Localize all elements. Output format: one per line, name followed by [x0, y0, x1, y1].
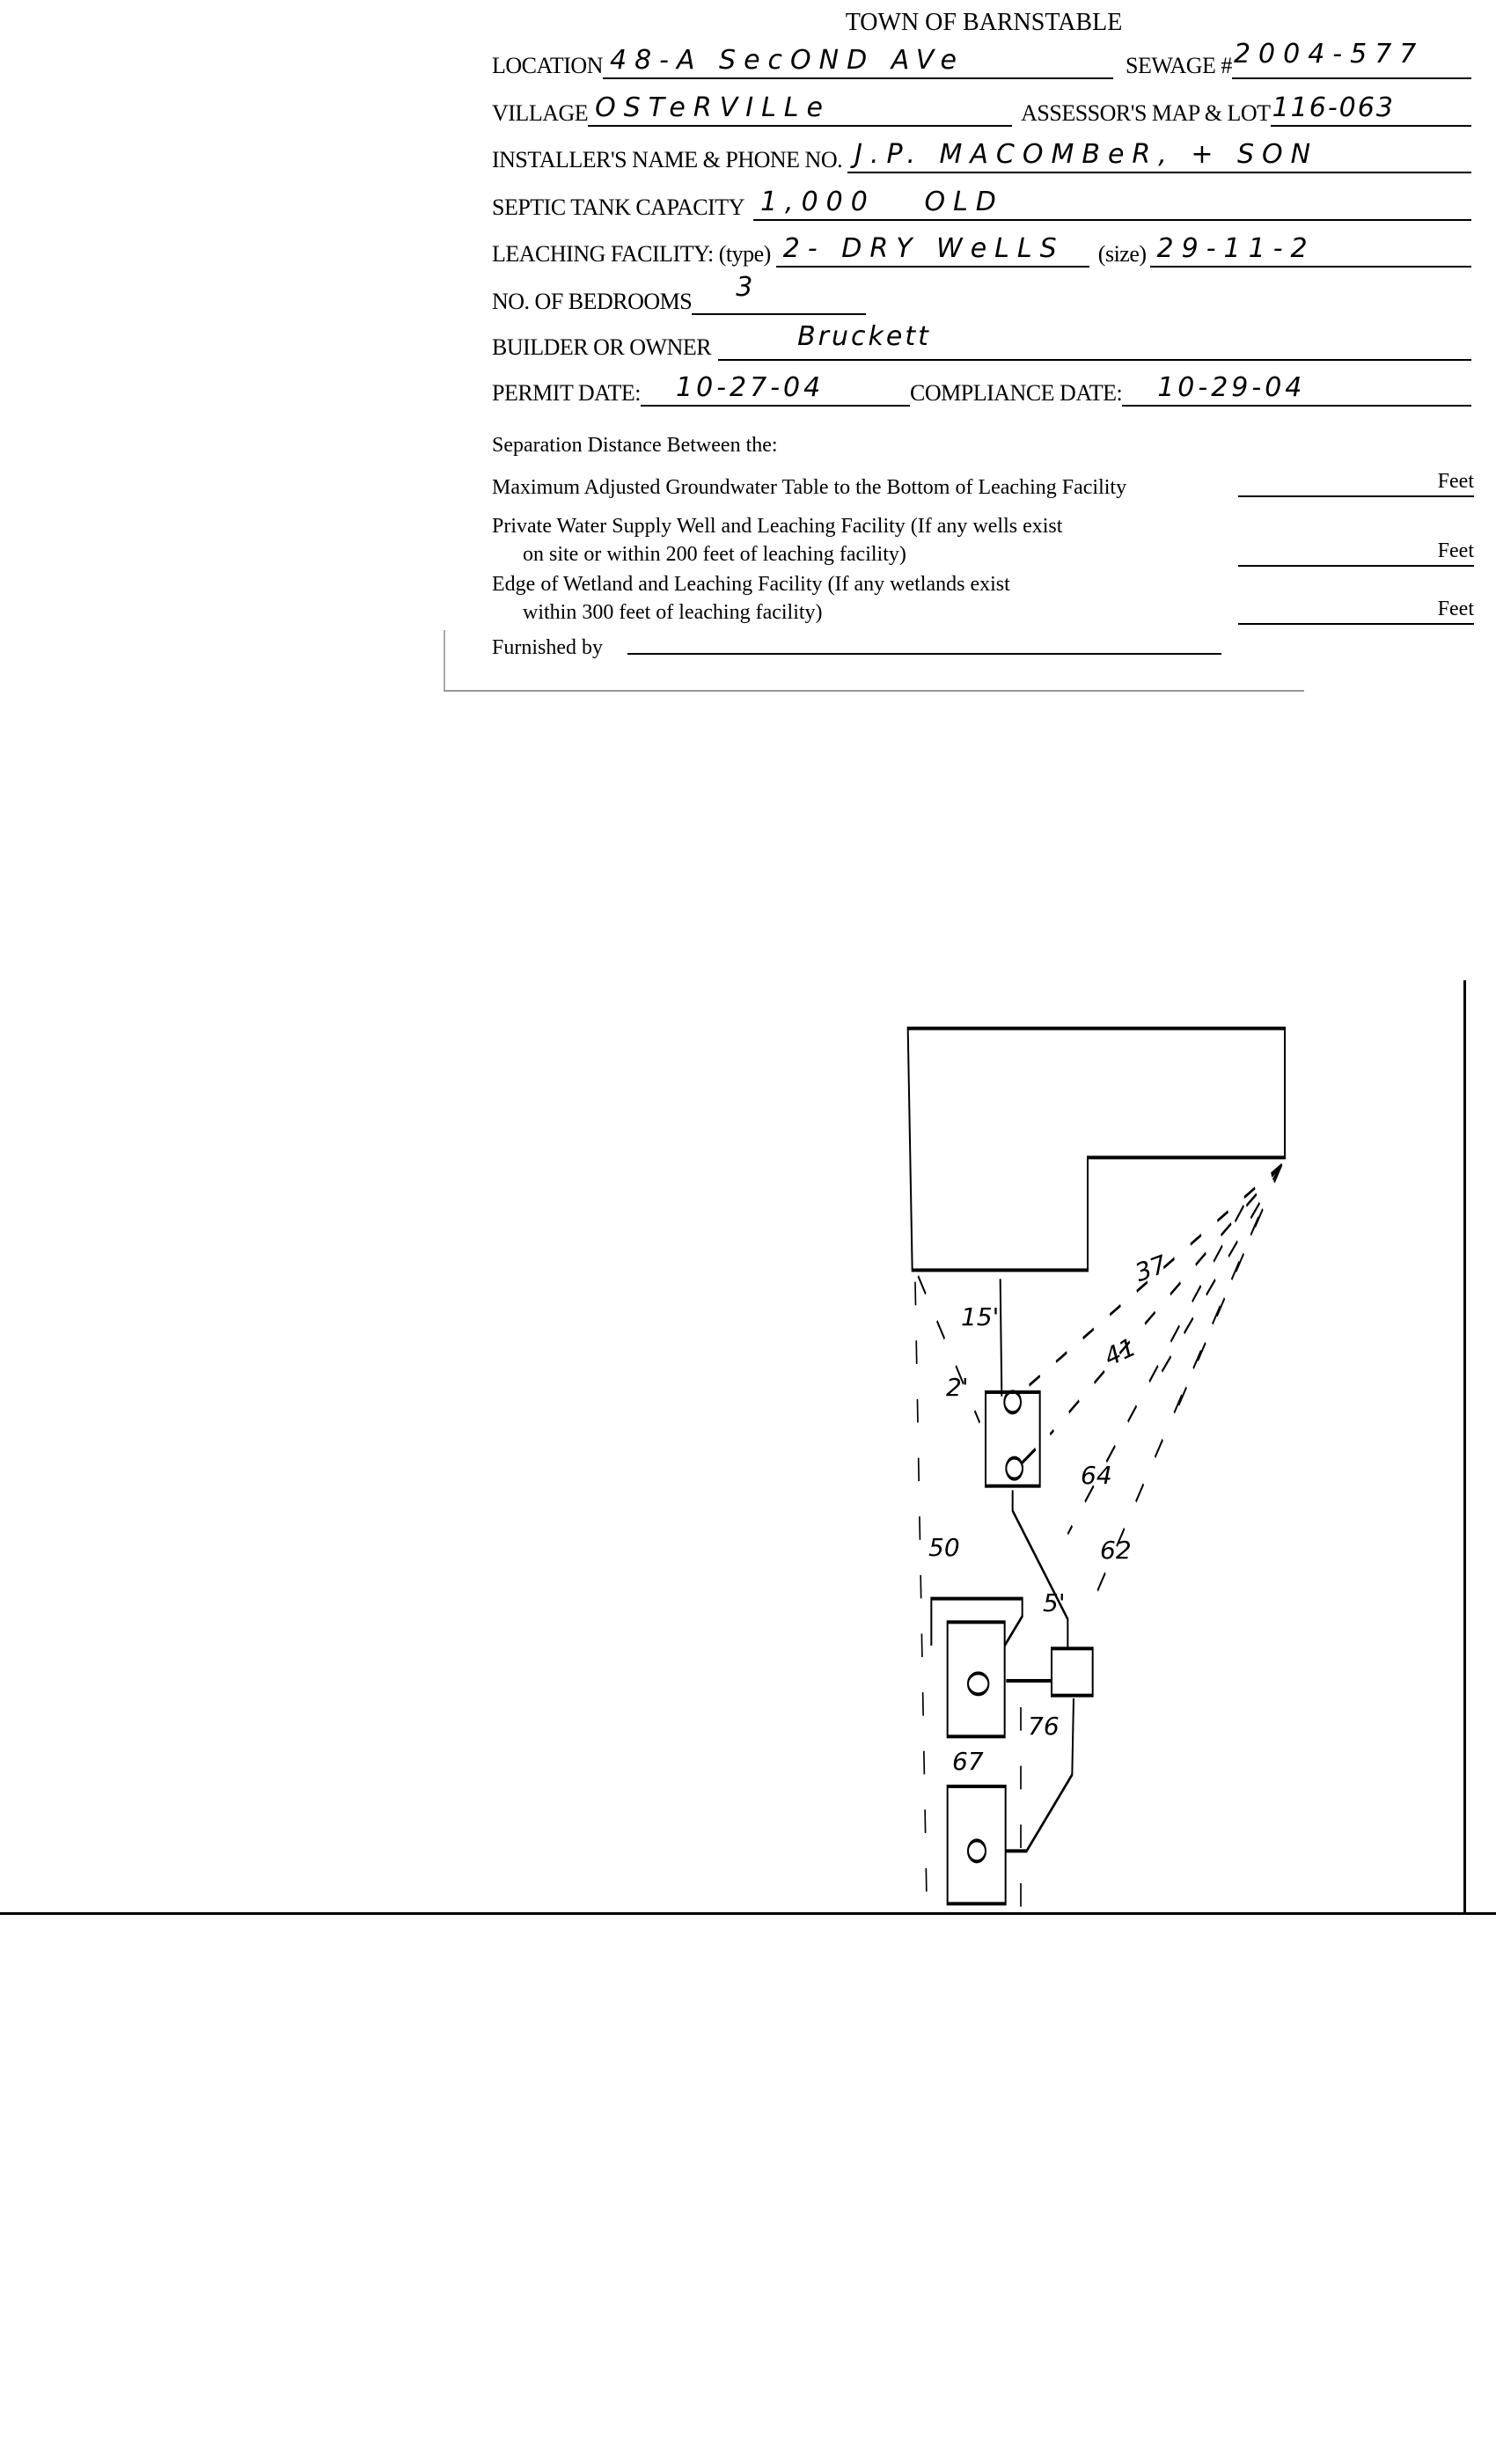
bedrooms-value: 3 — [736, 272, 761, 303]
compliance-date-value: 10-29-04 — [1157, 372, 1306, 403]
permit-date-label: PERMIT DATE: — [492, 380, 642, 406]
tank-field[interactable]: 1,000 OLD — [752, 186, 1471, 221]
village-label: VILLAGE — [492, 100, 589, 126]
tank-value: 1,000 OLD — [759, 187, 1004, 217]
dimension-label-2: 2' — [946, 1373, 969, 1402]
permit-date-value: 10-27-04 — [676, 372, 825, 403]
owner-label: BUILDER OR OWNER — [492, 334, 712, 360]
installer-row: INSTALLER'S NAME & PHONE NO. J.P. MACOMB… — [492, 138, 1471, 173]
septic-tank — [985, 1390, 1041, 1488]
size-field[interactable]: 29-11-2 — [1149, 232, 1471, 268]
size-label: (size) — [1097, 241, 1147, 267]
form-border-bottom — [444, 690, 1304, 692]
dbox-to-well2-pipe — [1006, 1698, 1074, 1853]
separation-well-1: Private Water Supply Well and Leaching F… — [492, 515, 1063, 538]
sketch-border-bottom — [0, 1912, 1496, 1915]
permit-date-field[interactable]: 10-27-04 — [641, 371, 911, 407]
dry-well-1-icon — [967, 1671, 990, 1697]
village-field[interactable]: OSTeRVILLe — [588, 92, 1013, 127]
groundwater-feet-field[interactable]: Feet — [1238, 469, 1474, 497]
dry-well-2-icon — [967, 1838, 986, 1864]
sewage-label: SEWAGE # — [1126, 53, 1232, 78]
village-value: OSTeRVILLe — [595, 92, 831, 123]
dates-row: PERMIT DATE: 10-27-04 COMPLIANCE DATE: 1… — [492, 371, 1471, 407]
location-value: 48-A SecOND AVe — [610, 45, 964, 76]
location-label: LOCATION — [492, 53, 604, 78]
dimension-label-64: 64 — [1081, 1461, 1112, 1490]
furnished-by-field[interactable] — [627, 653, 1221, 655]
map-lot-field[interactable]: 116-063 — [1270, 92, 1471, 127]
map-lot-value: 116-063 — [1272, 92, 1395, 123]
dimension-label-62: 62 — [1100, 1536, 1132, 1565]
separation-well-2: on site or within 200 feet of leaching f… — [523, 543, 906, 566]
sketch-border-right — [1463, 980, 1466, 1913]
owner-value: Bruckett — [797, 321, 931, 352]
dry-well-1-bracket — [930, 1596, 1023, 1647]
tank-to-dbox-pipe — [1011, 1490, 1069, 1649]
installer-field[interactable]: J.P. MACOMBeR, + SON — [847, 138, 1471, 173]
owner-row: BUILDER OR OWNER Bruckett — [492, 321, 1471, 361]
dry-well-1 — [946, 1620, 1006, 1739]
dimension-label-67: 67 — [952, 1747, 984, 1776]
form-title: TOWN OF BARNSTABLE — [845, 9, 1123, 36]
tank-inlet-icon — [1003, 1390, 1022, 1415]
location-row: LOCATION 48-A SecOND AVe SEWAGE # 2004-5… — [492, 39, 1471, 79]
compliance-date-label: COMPLIANCE DATE: — [910, 380, 1123, 406]
installer-value: J.P. MACOMBeR, + SON — [854, 139, 1319, 170]
tank-row: SEPTIC TANK CAPACITY 1,000 OLD — [492, 186, 1471, 221]
bedrooms-label: NO. OF BEDROOMS — [492, 289, 693, 314]
sewage-value: 2004-577 — [1233, 39, 1425, 70]
size-value: 29-11-2 — [1156, 233, 1316, 264]
separation-heading: Separation Distance Between the: — [492, 434, 778, 457]
owner-field[interactable]: Bruckett — [718, 321, 1471, 361]
tank-outlet-stem — [1022, 1447, 1037, 1464]
dimension-label-15: 15' — [961, 1302, 1000, 1331]
leaching-row: LEACHING FACILITY: (type) 2- DRY WeLLS (… — [492, 232, 1471, 268]
map-lot-label: ASSESSOR'S MAP & LOT — [1021, 100, 1271, 126]
distance-dimension-lines — [914, 1162, 1283, 1916]
leaching-type-value: 2- DRY WeLLS — [782, 233, 1065, 264]
compliance-date-field[interactable]: 10-29-04 — [1122, 371, 1471, 407]
house-pipe — [999, 1279, 1003, 1397]
feet-label: Feet — [1437, 539, 1474, 562]
well-feet-field[interactable]: Feet — [1238, 539, 1474, 567]
form-border-left — [444, 630, 445, 692]
location-field[interactable]: 48-A SecOND AVe — [603, 44, 1113, 79]
feet-label: Feet — [1437, 470, 1474, 493]
tank-label: SEPTIC TANK CAPACITY — [492, 194, 744, 220]
furnished-by-label: Furnished by — [492, 636, 603, 659]
feet-label: Feet — [1437, 598, 1474, 620]
bedrooms-field[interactable]: 3 — [692, 272, 867, 315]
separation-wetland-2: within 300 feet of leaching facility) — [523, 601, 823, 624]
separation-groundwater: Maximum Adjusted Groundwater Table to th… — [492, 476, 1127, 499]
dimension-label-50: 50 — [928, 1533, 960, 1562]
leaching-type-field[interactable]: 2- DRY WeLLS — [775, 232, 1089, 268]
site-sketch — [906, 1026, 1286, 1916]
installer-label: INSTALLER'S NAME & PHONE NO. — [492, 147, 843, 172]
leaching-label: LEACHING FACILITY: (type) — [492, 241, 771, 267]
dimension-label-5: 5' — [1043, 1588, 1066, 1617]
dry-well-2 — [946, 1784, 1007, 1906]
separation-wetland-1: Edge of Wetland and Leaching Facility (I… — [492, 573, 1010, 596]
wetland-feet-field[interactable]: Feet — [1238, 597, 1474, 625]
sewage-field[interactable]: 2004-577 — [1231, 39, 1471, 79]
village-row: VILLAGE OSTeRVILLe ASSESSOR'S MAP & LOT … — [492, 92, 1471, 127]
house-outline — [906, 1026, 1286, 1272]
distribution-box — [1051, 1646, 1094, 1698]
tank-outlet-icon — [1005, 1456, 1023, 1481]
dimension-label-76: 76 — [1028, 1712, 1060, 1741]
bedrooms-row: NO. OF BEDROOMS 3 — [492, 272, 1471, 315]
